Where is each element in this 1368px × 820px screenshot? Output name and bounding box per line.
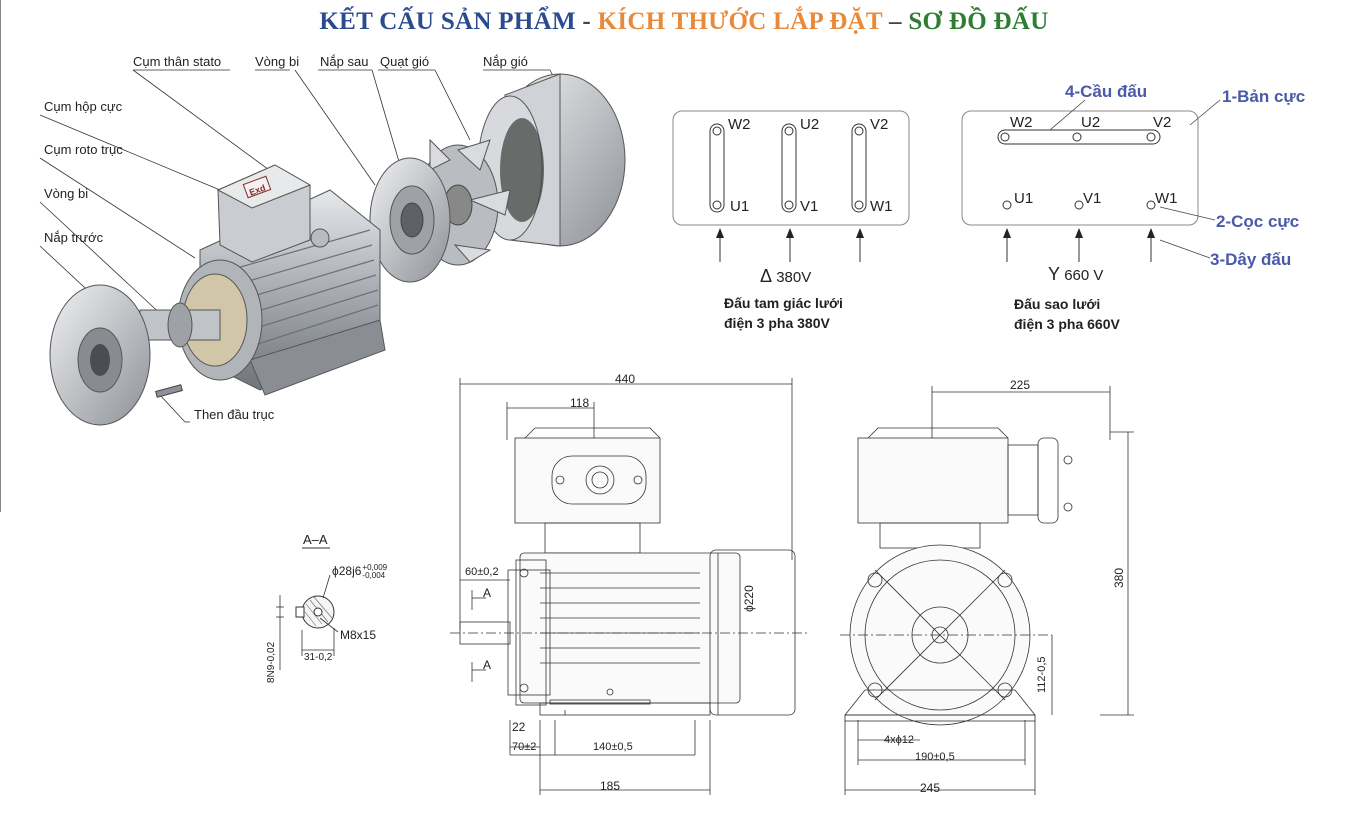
star-caption-line1: Đấu sao lưới xyxy=(1014,296,1101,312)
title-part-structure: KẾT CẤU SẢN PHẨM xyxy=(319,8,576,35)
shaft-tol-down: -0,004 xyxy=(362,571,386,580)
end-view-drawing xyxy=(840,386,1134,795)
label-stator: Cụm thân stato xyxy=(133,54,222,69)
shaft-diameter-value: ϕ28j6 xyxy=(332,564,362,579)
end-height: 380 xyxy=(1112,567,1126,588)
page-title: KẾT CẤU SẢN PHẨM - KÍCH THƯỚC LẮP ĐẶT – … xyxy=(0,8,1368,36)
shaft-diameter: ϕ28j6+0,009-0,004 xyxy=(332,564,387,580)
delta-bottom-u1: U1 xyxy=(730,198,750,215)
label-rear-cover: Nắp sau xyxy=(320,54,369,69)
foot-width: 245 xyxy=(920,781,941,795)
shaft-tol-up: +0,009 xyxy=(362,563,388,572)
callout-wire: 3-Dây đấu xyxy=(1210,250,1292,269)
key-depth: 31-0,2 xyxy=(304,652,333,663)
label-bearing-top: Vòng bi xyxy=(255,54,300,69)
callout-terminal-post: 2-Cọc cực xyxy=(1216,212,1300,231)
delta-voltage: Δ 380V xyxy=(760,266,811,287)
section-mark-bottom: A xyxy=(483,658,492,672)
wiring-diagrams xyxy=(672,99,1221,262)
delta-caption-line1: Đấu tam giác lưới xyxy=(724,295,843,311)
body-diameter: ϕ220 xyxy=(742,585,756,612)
label-terminal-box: Cụm hộp cực xyxy=(44,99,123,114)
delta-top-v2: V2 xyxy=(870,116,889,133)
label-front-cover: Nắp trước xyxy=(44,230,104,245)
shaft-to-hole: 70±2 xyxy=(512,741,537,753)
label-fan-cover: Nắp gió xyxy=(483,54,528,69)
end-width-top: 225 xyxy=(1010,378,1031,392)
section-mark-top: A xyxy=(483,586,492,600)
delta-symbol: Δ xyxy=(760,266,773,286)
star-bottom-v1: V1 xyxy=(1083,190,1102,207)
star-caption-line2: điện 3 pha 660V xyxy=(1014,316,1120,332)
foot-thickness: 22 xyxy=(512,720,526,734)
star-top-v2: V2 xyxy=(1153,114,1172,131)
callout-terminal-plate: 1-Bản cực xyxy=(1222,87,1306,106)
exploded-motor-drawing: Exd xyxy=(39,69,626,426)
hole-spacing: 140±0,5 xyxy=(593,741,633,753)
title-part-dimensions: KÍCH THƯỚC LẮP ĐẶT xyxy=(597,8,883,35)
box-offset: 118 xyxy=(570,396,590,410)
shaft-length: 60±0,2 xyxy=(465,566,499,578)
star-voltage-value: 660 V xyxy=(1064,267,1104,284)
section-title: A–A xyxy=(303,532,328,547)
key-width: 8N9-0,02 xyxy=(266,641,277,683)
star-caption: Đấu sao lưới điện 3 pha 660V xyxy=(1014,294,1120,334)
title-part-wiring: SƠ ĐỒ ĐẤU xyxy=(908,8,1049,35)
overall-length: 440 xyxy=(615,372,636,386)
delta-top-u2: U2 xyxy=(800,116,820,133)
star-bottom-w1: W1 xyxy=(1155,190,1178,207)
delta-bottom-v1: V1 xyxy=(800,198,819,215)
delta-voltage-value: 380V xyxy=(776,269,812,286)
star-top-w2: W2 xyxy=(1010,114,1033,131)
delta-bottom-w1: W1 xyxy=(870,198,893,215)
delta-caption: Đấu tam giác lưới điện 3 pha 380V xyxy=(724,293,843,333)
side-view-drawing xyxy=(450,378,810,795)
foot-length: 185 xyxy=(600,779,621,793)
shaft-height: 112-0,5 xyxy=(1036,656,1048,694)
label-bearing-left: Vòng bi xyxy=(44,186,89,201)
title-separator: – xyxy=(882,8,909,35)
title-separator: - xyxy=(575,8,598,35)
star-symbol: Y xyxy=(1048,264,1061,284)
label-shaft-key: Then đầu trục xyxy=(194,407,275,422)
label-fan: Quạt gió xyxy=(380,54,430,69)
thread-size: M8x15 xyxy=(340,628,377,642)
page-edge-line xyxy=(0,0,1,512)
delta-top-w2: W2 xyxy=(728,116,751,133)
star-bottom-u1: U1 xyxy=(1014,190,1034,207)
hole-span: 190±0,5 xyxy=(915,751,955,763)
mount-holes: 4xϕ12 xyxy=(884,734,915,746)
delta-caption-line2: điện 3 pha 380V xyxy=(724,315,830,331)
label-rotor: Cụm roto trục xyxy=(44,142,123,157)
section-aa-drawing xyxy=(276,547,339,670)
callout-terminal-bridge: 4-Cầu đấu xyxy=(1065,82,1148,101)
star-voltage: Y 660 V xyxy=(1048,264,1103,285)
star-top-u2: U2 xyxy=(1081,114,1101,131)
